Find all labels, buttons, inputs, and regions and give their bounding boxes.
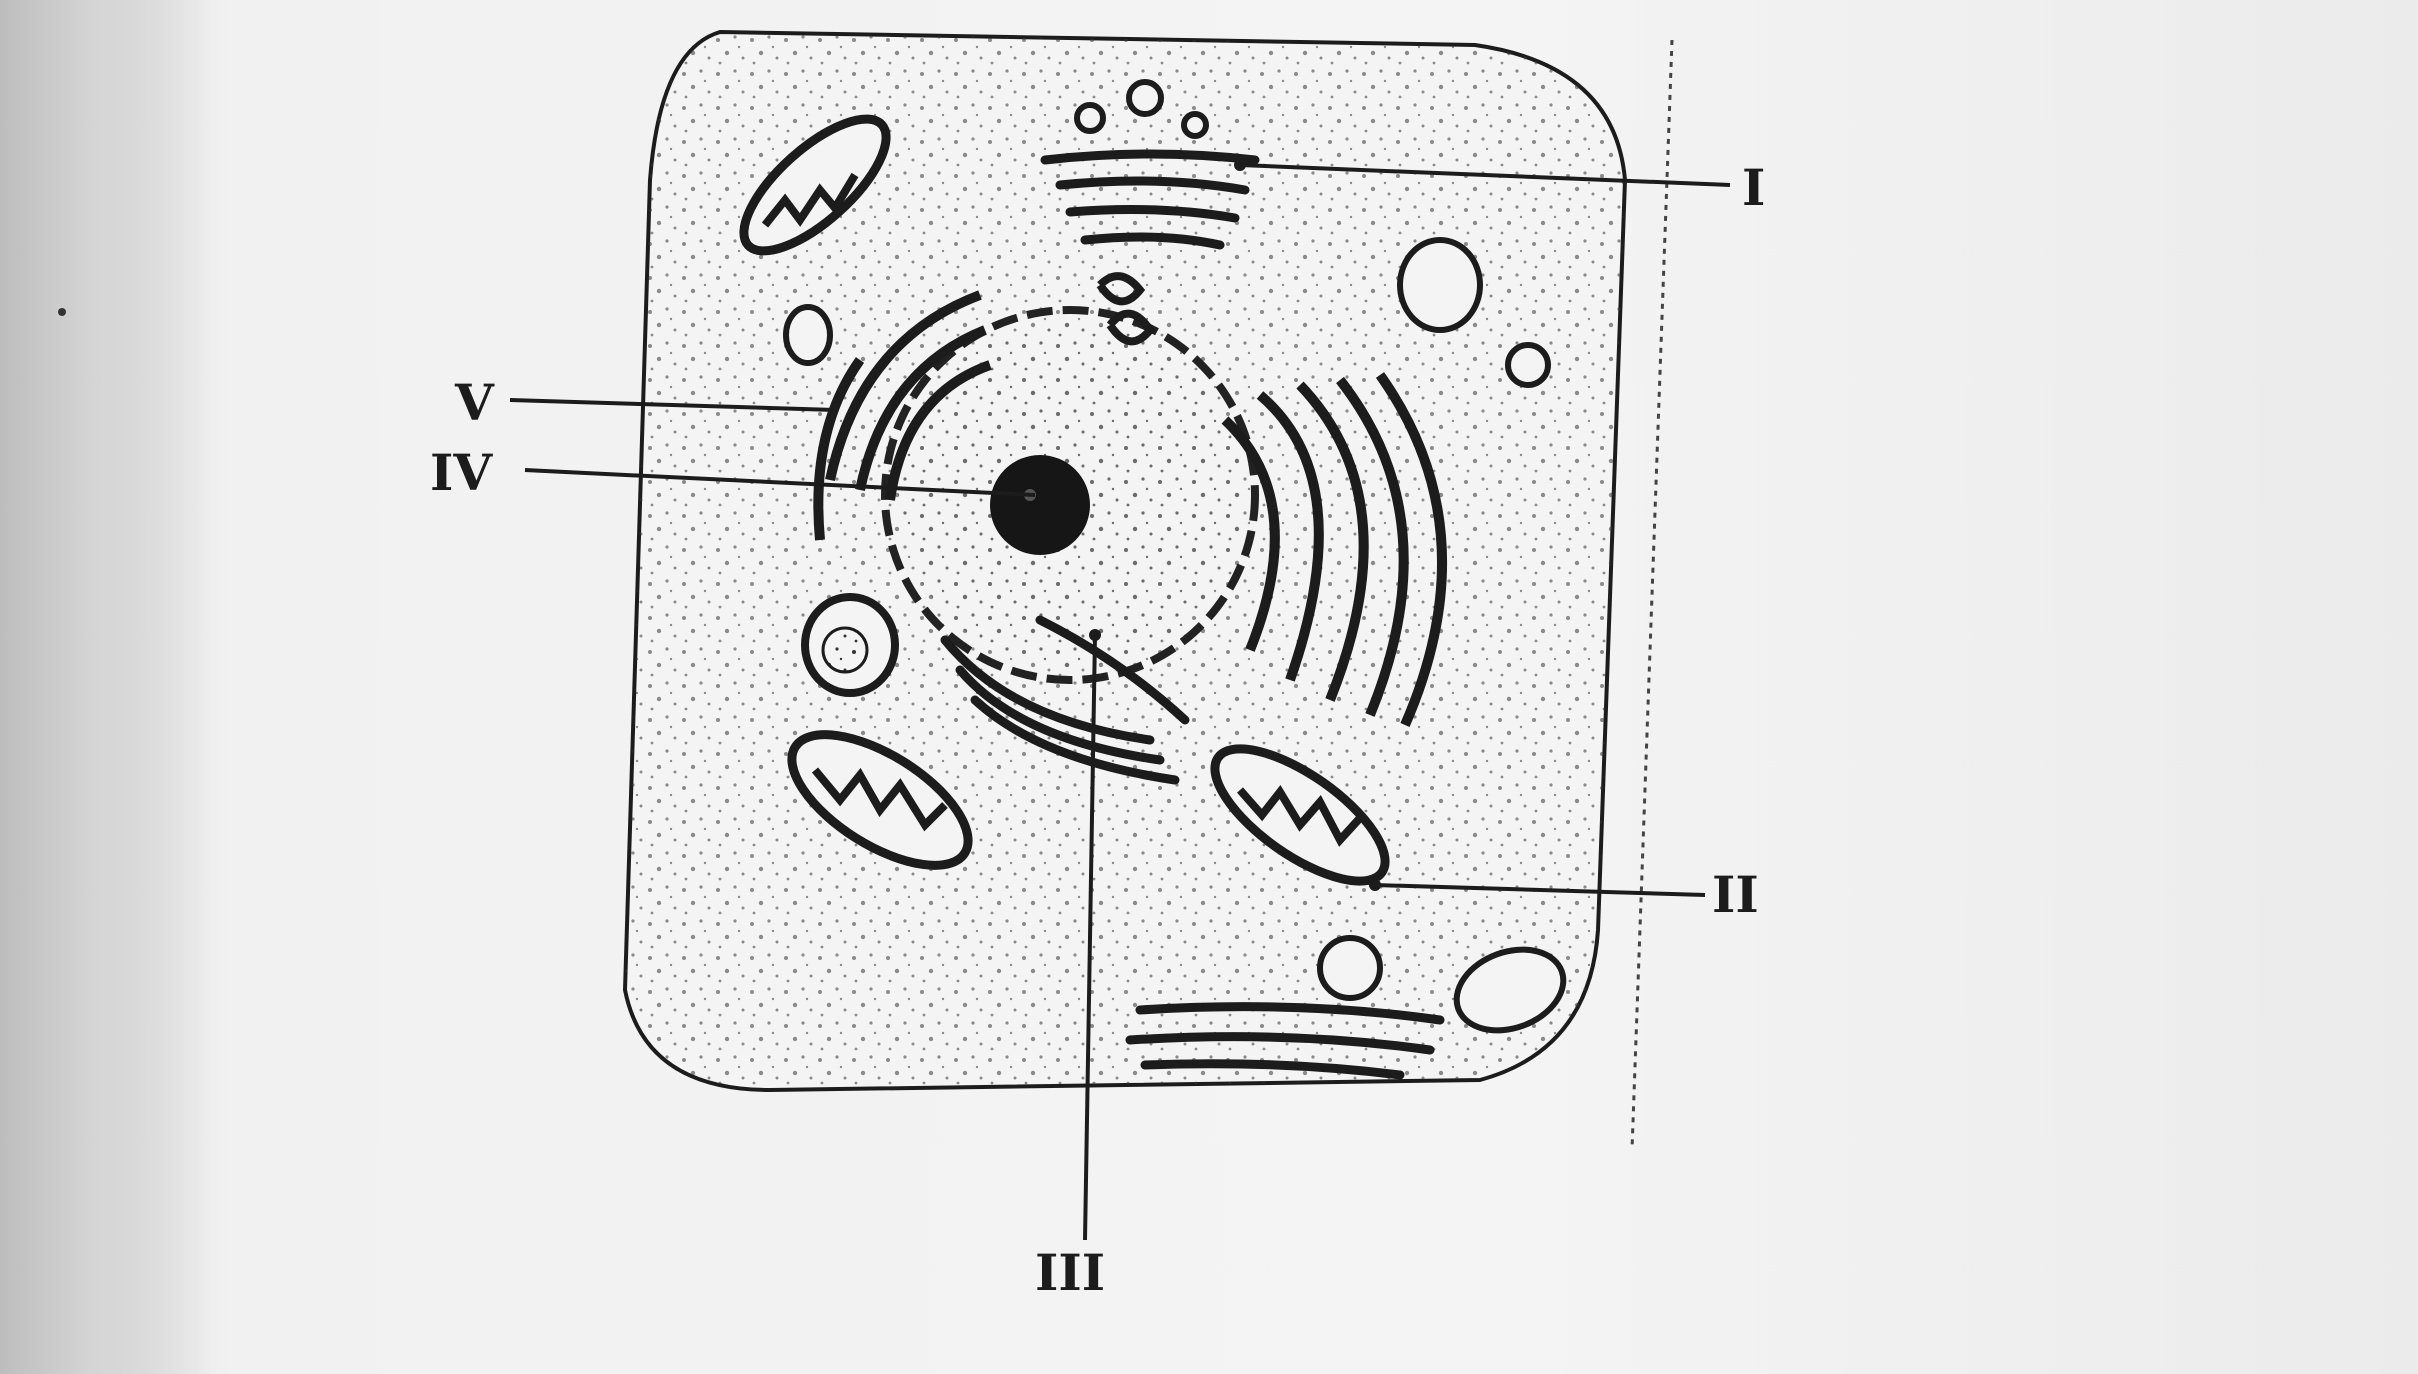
nuclear-envelope (881, 306, 1259, 684)
leader-line-V (509, 398, 836, 412)
label-III: III (1035, 1243, 1105, 1302)
nucleolus (990, 455, 1090, 555)
label-I: I (1742, 158, 1765, 217)
leader-line-dots (1089, 159, 1381, 891)
golgi-apparatus-top (1040, 149, 1260, 250)
vacuoles (783, 79, 1567, 1034)
mitochondrion-bottom-right (1210, 744, 1390, 886)
lysosome-left (801, 593, 899, 697)
label-V: V (454, 373, 495, 432)
label-IV: IV (430, 443, 493, 502)
rough-er-right (1221, 372, 1448, 727)
centriole-cluster (1096, 272, 1155, 346)
book-spine-shadow (0, 0, 210, 1374)
leader-lines (509, 163, 1731, 1241)
golgi-apparatus-lower (1125, 1002, 1445, 1080)
mitochondrion-top-left (739, 114, 891, 256)
golgi-apparatus-bottom (940, 615, 1190, 785)
mitochondrion-bottom-left (787, 730, 973, 870)
leader-line-III (1083, 634, 1097, 1241)
leader-line-I (1239, 163, 1731, 187)
scan-speck (58, 308, 66, 316)
margin-dotted-line (1630, 39, 1674, 1151)
label-II: II (1712, 865, 1759, 924)
leader-line-IV (524, 468, 1036, 497)
leader-line-II (1374, 883, 1706, 897)
rough-er-left (813, 290, 992, 541)
